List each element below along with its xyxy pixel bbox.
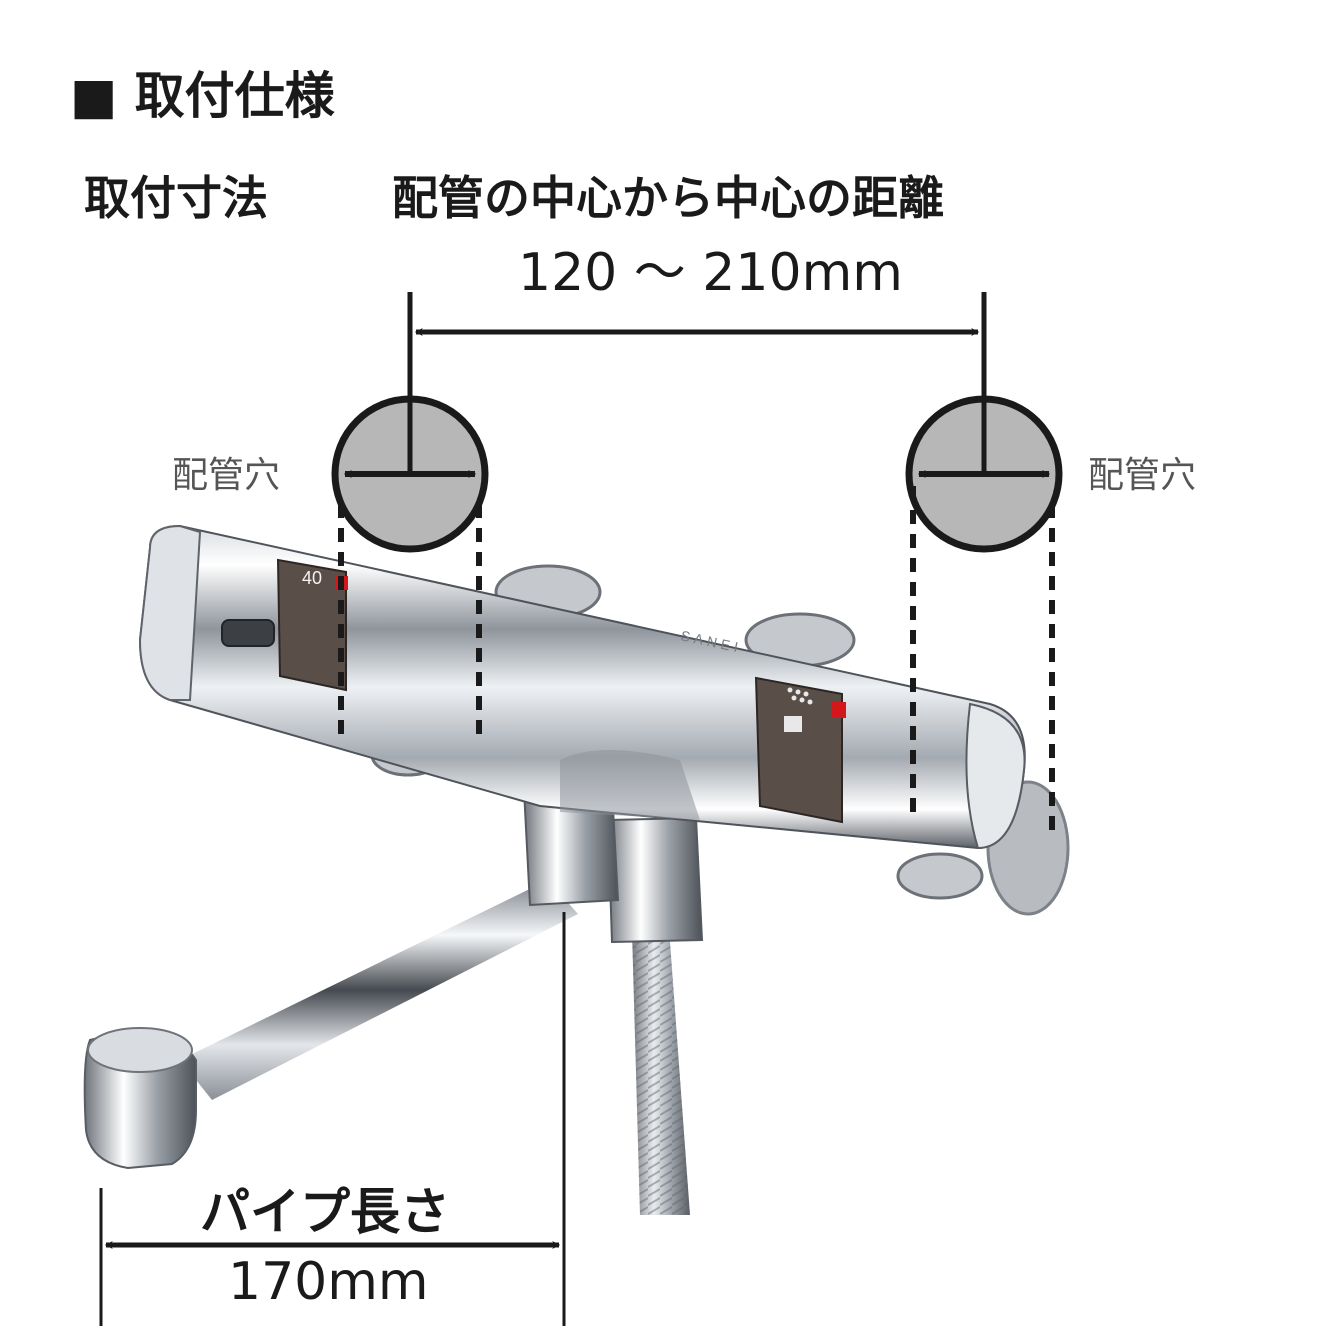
pipe-hole-right-label: 配管穴 [1088, 455, 1197, 496]
temperature-dial-band [276, 558, 347, 692]
body-end-cap [965, 702, 1026, 850]
section-title: ■ 取付仕様 [70, 67, 335, 125]
pipe-distance-value: 120 ～ 210mm [518, 243, 903, 303]
faucet-illustration: 40 SANEI [83, 524, 1070, 1215]
pipe-hole-left-label: 配管穴 [172, 455, 281, 496]
spout-symbol-icon [784, 716, 802, 732]
pipe-distance-label: 配管の中心から中心の距離 [392, 171, 944, 225]
shower-symbol-icon [787, 687, 813, 705]
dial-number: 40 [302, 568, 322, 588]
spout-pipe [180, 880, 578, 1100]
pipe-length-label: パイプ長さ [200, 1183, 450, 1241]
pipe-length-value: 170mm [228, 1252, 429, 1312]
hose-fitting [606, 816, 704, 944]
body-left-end [138, 524, 202, 701]
flow-red-mark [832, 702, 846, 718]
mounting-dimension-label: 取付寸法 [84, 171, 268, 225]
push-button [221, 619, 275, 647]
hole-projection-lines [338, 486, 1055, 840]
flow-dial-band [754, 676, 843, 824]
mount-nut-4 [896, 852, 984, 900]
